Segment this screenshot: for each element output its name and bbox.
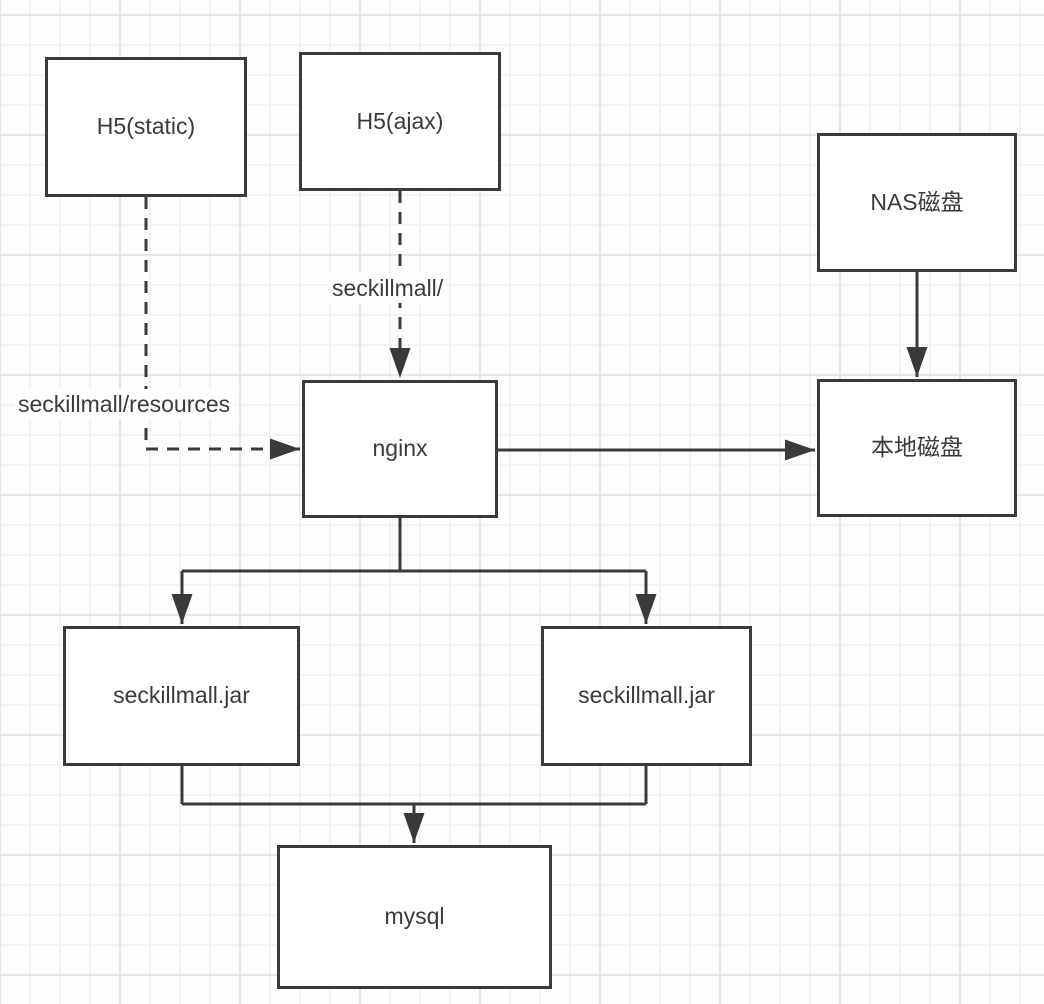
node-label: 本地磁盘 (871, 434, 963, 461)
node-mysql[interactable]: mysql (277, 845, 552, 989)
node-label: nginx (372, 435, 428, 462)
node-label: NAS磁盘 (870, 188, 964, 215)
node-h5-ajax[interactable]: H5(ajax) (299, 52, 501, 191)
node-label: seckillmall.jar (578, 682, 715, 709)
node-h5-static[interactable]: H5(static) (45, 57, 247, 197)
edge-label-ajax-route[interactable]: seckillmall/ (328, 273, 448, 303)
node-nginx[interactable]: nginx (302, 380, 498, 518)
node-label: seckillmall.jar (113, 682, 250, 709)
edge-nginx-branch-trunk[interactable] (182, 518, 646, 573)
node-local-disk[interactable]: 本地磁盘 (817, 379, 1017, 517)
node-label: mysql (384, 903, 445, 930)
node-seckillmall-jar-right[interactable]: seckillmall.jar (541, 626, 752, 766)
edge-label-static-route[interactable]: seckillmall/resources (14, 389, 235, 419)
node-nas-disk[interactable]: NAS磁盘 (817, 133, 1017, 272)
node-seckillmall-jar-left[interactable]: seckillmall.jar (63, 626, 300, 766)
edge-jars-merge-trunk[interactable] (180, 766, 648, 806)
node-label: H5(static) (96, 113, 196, 140)
node-label: H5(ajax) (356, 107, 444, 134)
edge-h5static-to-nginx[interactable] (144, 197, 300, 460)
